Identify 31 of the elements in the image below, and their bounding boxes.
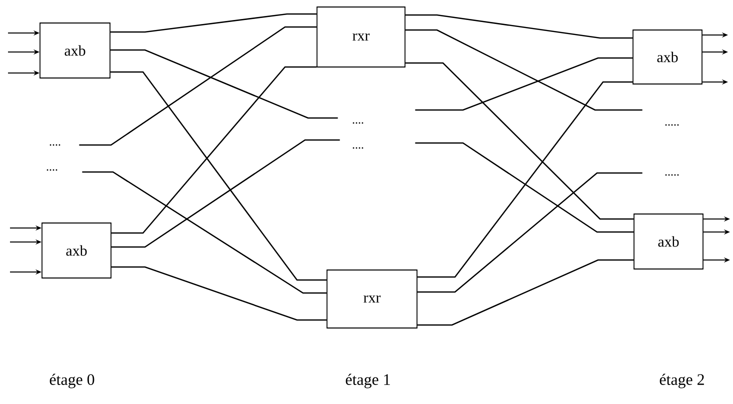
ellipsis: ..... [665,174,679,176]
connector-line [415,57,633,111]
switch-box: axb [634,214,704,270]
stage-label: étage 2 [660,374,704,388]
connector-line [111,266,327,321]
ellipsis: .... [352,147,364,149]
switch-box: axb [40,22,110,78]
connector-line [111,66,317,234]
switch-box: axb [632,30,702,84]
stage-label: étage 1 [346,374,390,388]
connector-line [417,172,642,293]
connector-line [110,49,338,119]
connector-line [82,171,327,294]
switch-box: rxr [326,270,418,328]
ellipsis: ..... [665,124,679,126]
connector-line [111,139,340,248]
connector-line [110,71,327,281]
connector-line [405,29,642,111]
connector-line [415,142,634,233]
ellipsis: .... [46,169,58,171]
connector-line [79,26,317,146]
connector-line [405,14,633,39]
connector-line [405,62,634,220]
switch-box: axb [42,222,112,278]
connector-line [417,259,634,326]
stage-label: étage 0 [50,374,94,388]
switch-box: rxr [316,6,406,68]
connector-line [417,81,633,278]
ellipsis: .... [50,144,60,146]
ellipsis: .... [352,122,364,124]
connector-line [110,13,317,33]
